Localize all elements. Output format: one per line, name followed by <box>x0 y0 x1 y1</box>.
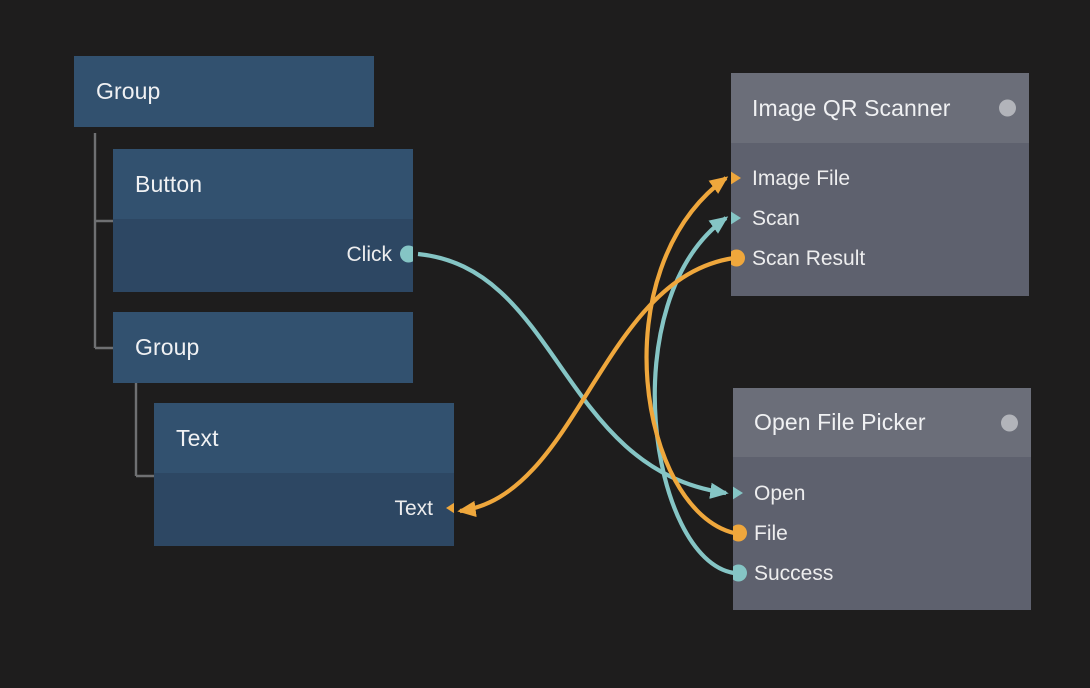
edge-click-to-open <box>417 251 729 499</box>
node-header[interactable]: Group <box>74 56 374 127</box>
node-title: Button <box>135 170 203 197</box>
port-row-image-file[interactable]: Image File <box>731 164 851 192</box>
port-label: Scan Result <box>752 246 866 270</box>
node-body: Text <box>154 473 454 546</box>
edge-success-to-scan <box>652 216 735 576</box>
port-connector-file-output[interactable] <box>733 524 747 542</box>
edge-file-to-imagefile <box>644 176 735 536</box>
tree-node-text[interactable]: Text Text <box>154 403 454 546</box>
port-row-scan[interactable]: Scan <box>731 204 800 232</box>
port-connector-scan-result-output[interactable] <box>731 249 745 267</box>
port-connector-click-output[interactable] <box>400 245 413 263</box>
node-header[interactable]: Text <box>154 403 454 473</box>
node-title: Text <box>176 424 219 451</box>
node-header[interactable]: Open File Picker <box>733 388 1031 457</box>
logic-node-image-qr-scanner[interactable]: Image QR Scanner Image File Scan Scan Re… <box>731 73 1029 296</box>
port-connector-open-input[interactable] <box>733 484 743 502</box>
node-title: Open File Picker <box>754 409 926 435</box>
node-header[interactable]: Group <box>113 312 413 383</box>
tree-node-group-child[interactable]: Group <box>113 312 413 383</box>
port-row-open[interactable]: Open <box>733 479 806 507</box>
port-connector-image-file-input[interactable] <box>731 169 741 187</box>
node-collapse-dot-icon[interactable] <box>999 99 1016 117</box>
port-row-click[interactable]: Click <box>346 240 413 268</box>
node-body: Click <box>113 219 413 292</box>
tree-node-button[interactable]: Button Click <box>113 149 413 292</box>
tree-node-group-root[interactable]: Group <box>74 56 374 127</box>
node-body: Open File Success <box>733 457 1031 610</box>
port-label: Success <box>754 561 834 585</box>
port-row-text-input[interactable]: Text <box>394 494 454 522</box>
port-label: Open <box>754 481 806 505</box>
node-title: Group <box>96 78 161 104</box>
port-label: Click <box>346 242 393 266</box>
node-collapse-dot-icon[interactable] <box>1001 414 1018 431</box>
port-connector-text-input[interactable] <box>446 499 454 517</box>
port-row-success[interactable]: Success <box>733 559 834 587</box>
port-label: File <box>754 521 788 545</box>
node-title: Image QR Scanner <box>752 94 951 121</box>
edge-scanresult-to-text <box>457 255 735 517</box>
node-header[interactable]: Button <box>113 149 413 219</box>
logic-node-open-file-picker[interactable]: Open File Picker Open File Success <box>733 388 1031 610</box>
port-row-file[interactable]: File <box>733 519 788 547</box>
port-label: Text <box>394 496 433 520</box>
node-title: Group <box>135 334 200 360</box>
port-row-scan-result[interactable]: Scan Result <box>731 244 866 272</box>
node-header[interactable]: Image QR Scanner <box>731 73 1029 143</box>
port-label: Scan <box>752 206 800 230</box>
port-connector-scan-input[interactable] <box>731 209 741 227</box>
port-label: Image File <box>752 166 851 190</box>
port-connector-success-output[interactable] <box>733 564 747 582</box>
node-body: Image File Scan Scan Result <box>731 143 1029 296</box>
